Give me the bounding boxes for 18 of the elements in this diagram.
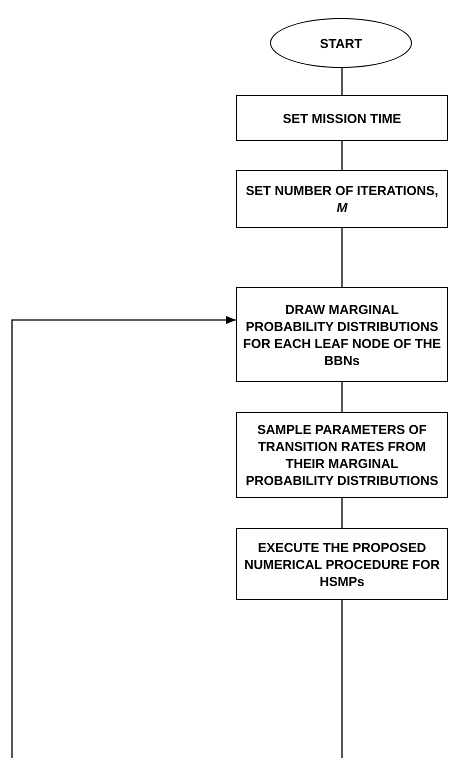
node-text: EXECUTE THE PROPOSED NUMERICAL PROCEDURE FOR HSMPs <box>243 538 441 590</box>
connector-line <box>341 228 343 287</box>
node-text: SET MISSION TIME <box>282 110 402 126</box>
node-text: DRAW MARGINAL PROBABILITY DISTRIBUTIONS FOR EACH LEAF NODE OF THE BBNs <box>242 300 442 368</box>
connector-line <box>11 316 236 758</box>
connector-line <box>341 141 343 170</box>
connector-line <box>341 68 343 95</box>
node-text: SET NUMBER OF ITERATIONS, M <box>244 182 440 216</box>
connector-line <box>341 600 343 758</box>
connector-line <box>341 382 343 412</box>
node-text: SAMPLE PARAMETERS OF TRANSITION RATES FROM THEIR MARGINAL PROBABILITY DISTRIBUTIONS <box>244 421 440 489</box>
process-box <box>236 287 448 382</box>
process-box <box>236 170 448 228</box>
node-text: START <box>320 34 362 52</box>
process-box <box>236 412 448 498</box>
connector-line <box>341 498 343 528</box>
process-box <box>236 95 448 141</box>
process-box <box>236 528 448 600</box>
